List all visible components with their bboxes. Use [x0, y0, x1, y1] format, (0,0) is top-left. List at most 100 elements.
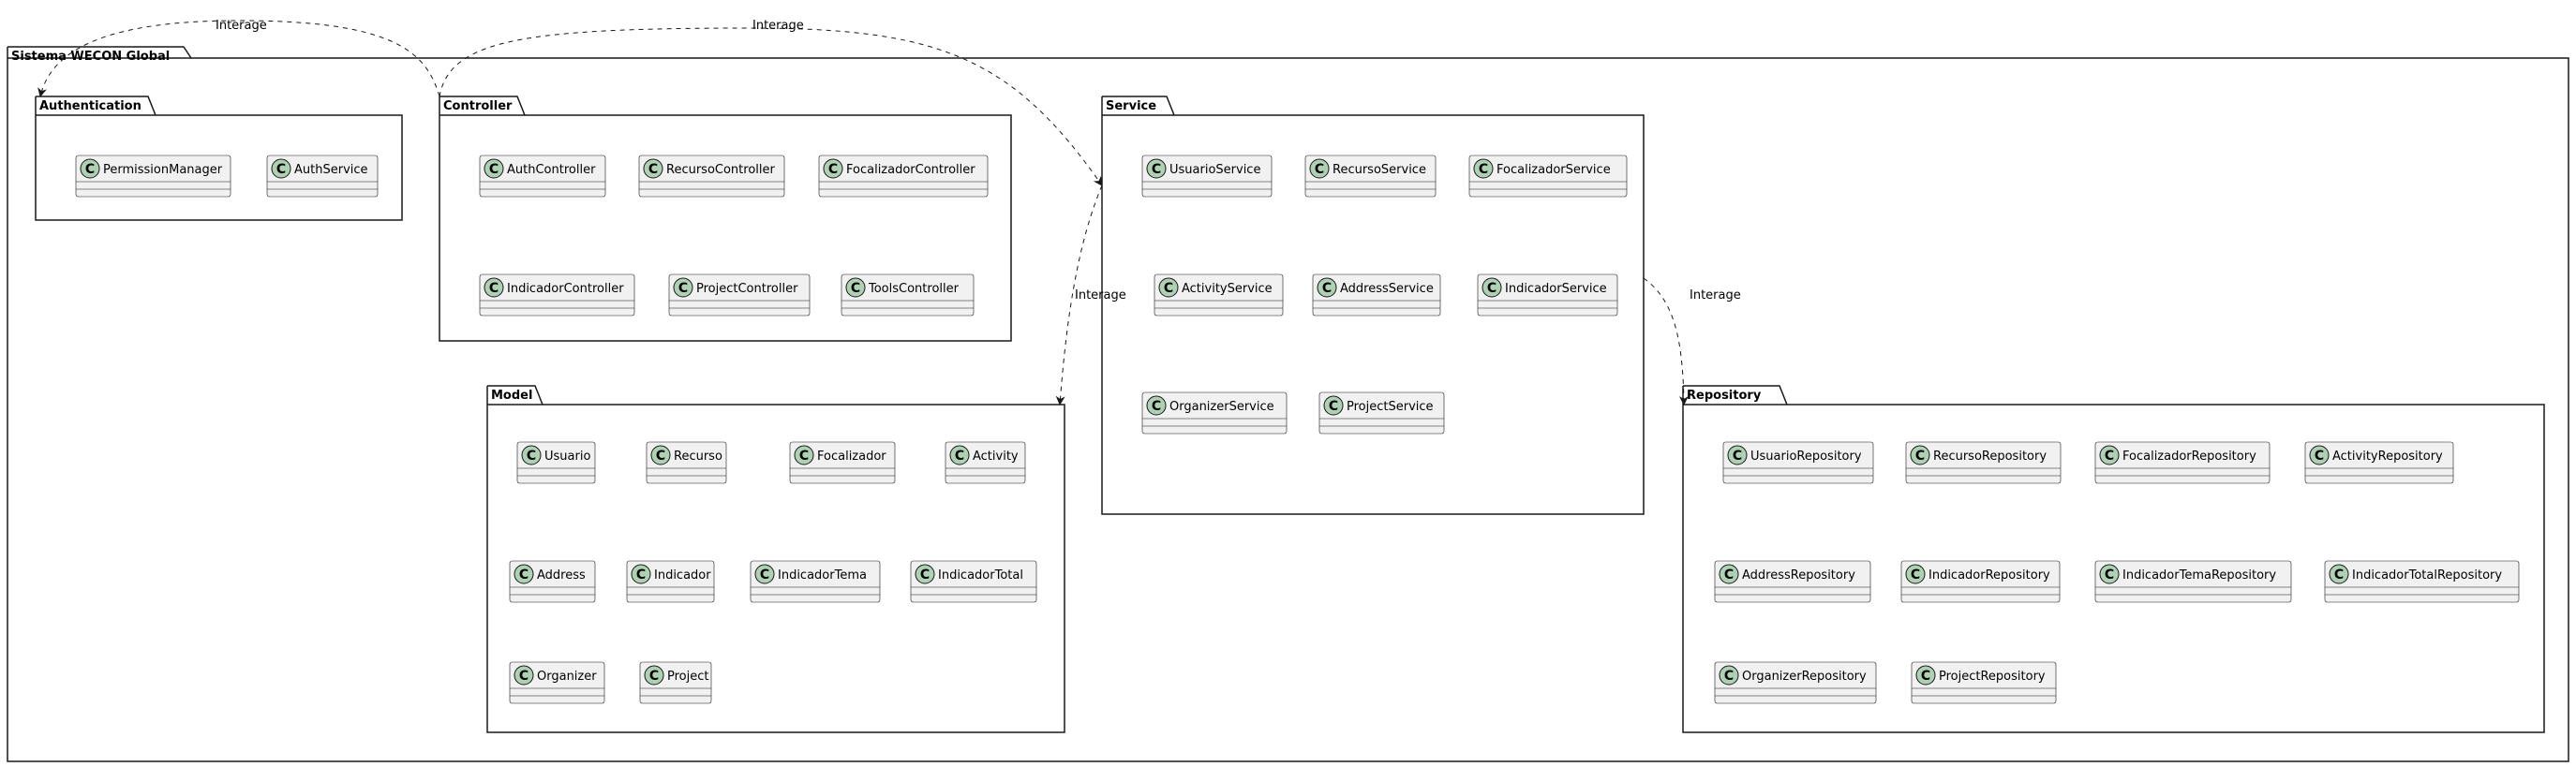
class-name: OrganizerService	[1169, 400, 1274, 414]
class-box-frame	[2304, 441, 2454, 484]
class-name: ToolsController	[868, 282, 960, 296]
class-box-frame	[479, 155, 606, 198]
package-title-system: Sistema WECON Global	[11, 50, 170, 64]
class-name: RecursoService	[1333, 163, 1426, 177]
relation-label: Interage	[216, 19, 267, 33]
class-c-circle-icon: C	[521, 445, 542, 465]
class-box-frame	[509, 661, 605, 704]
relation-service-repository: Interage	[1643, 277, 1741, 406]
class-box-tools-controller: C ToolsController	[841, 273, 975, 317]
class-marker-glyph: C	[1322, 281, 1332, 296]
package-authentication: Authentication	[35, 96, 403, 221]
class-marker-circle	[2309, 445, 2330, 465]
class-c-circle-icon: C	[1473, 158, 1494, 179]
class-marker-circle	[754, 564, 775, 584]
package-title-model: Model	[491, 389, 532, 403]
class-box-frame	[1141, 155, 1273, 198]
class-name: UsuarioRepository	[1750, 450, 1862, 464]
class-marker-glyph: C	[851, 281, 860, 296]
class-c-circle-icon: C	[514, 665, 534, 686]
class-marker-circle	[1146, 158, 1167, 179]
class-marker-circle	[673, 277, 693, 298]
class-marker-circle	[484, 158, 504, 179]
class-c-circle-icon: C	[1910, 445, 1930, 465]
class-box-frame	[668, 273, 811, 317]
class-name: UsuarioService	[1169, 163, 1260, 177]
class-box-frame	[818, 155, 989, 198]
relation-label: Interage	[1075, 288, 1126, 302]
class-c-circle-icon: C	[949, 445, 970, 465]
class-marker-circle	[1317, 277, 1337, 298]
class-box-frame	[841, 273, 975, 317]
class-box-recurso-controller: C RecursoController	[638, 155, 785, 198]
class-c-circle-icon: C	[2099, 445, 2120, 465]
class-box-frame	[266, 155, 379, 198]
class-marker-glyph: C	[1915, 449, 1925, 464]
class-box-frame	[2324, 560, 2520, 603]
class-marker-glyph: C	[2334, 568, 2344, 583]
class-c-circle-icon: C	[1905, 564, 1926, 584]
class-marker-glyph: C	[648, 162, 658, 177]
class-box-frame	[910, 560, 1037, 603]
class-c-circle-icon: C	[514, 564, 534, 584]
relation-label: Interage	[752, 19, 804, 33]
class-c-circle-icon: C	[915, 564, 935, 584]
class-marker-glyph: C	[519, 568, 529, 583]
class-box-recurso-repository: C RecursoRepository	[1905, 441, 2062, 484]
class-c-circle-icon: C	[1317, 277, 1337, 298]
class-c-circle-icon: C	[2099, 564, 2120, 584]
package-controller: Controller	[439, 96, 1012, 342]
class-box-frame	[1911, 661, 2057, 704]
class-c-circle-icon: C	[1727, 445, 1748, 465]
class-marker-glyph: C	[920, 568, 930, 583]
class-marker-circle	[514, 665, 534, 686]
class-name: IndicadorService	[1505, 282, 1607, 296]
class-box-frame	[1468, 155, 1628, 198]
class-c-circle-icon: C	[1915, 665, 1936, 686]
class-box-frame	[789, 441, 896, 484]
class-box-frame	[1477, 273, 1618, 317]
class-name: IndicadorRepository	[1928, 568, 2050, 583]
class-name: RecursoRepository	[1933, 450, 2047, 464]
package-model: Model	[486, 385, 1065, 733]
class-marker-circle	[794, 445, 814, 465]
package-repository: Repository	[1682, 385, 2545, 733]
class-box-frame	[1714, 560, 1871, 603]
class-c-circle-icon: C	[1719, 564, 1739, 584]
class-name: ProjectController	[696, 282, 798, 296]
class-marker-circle	[1915, 665, 1936, 686]
class-name: Focalizador	[817, 450, 886, 464]
class-name: IndicadorTotal	[938, 568, 1023, 583]
class-box-frame	[75, 155, 231, 198]
class-marker-glyph: C	[760, 568, 769, 583]
class-marker-glyph: C	[519, 669, 529, 684]
class-c-circle-icon: C	[845, 277, 866, 298]
class-name: Project	[667, 670, 708, 684]
package-title-repository: Repository	[1687, 389, 1762, 403]
class-name: RecursoController	[666, 163, 776, 177]
class-c-circle-icon: C	[673, 277, 693, 298]
class-c-circle-icon: C	[1719, 665, 1739, 686]
class-marker-glyph: C	[276, 162, 286, 177]
class-marker-circle	[644, 665, 664, 686]
class-c-circle-icon: C	[1146, 158, 1167, 179]
class-marker-glyph: C	[2315, 449, 2324, 464]
class-name: AddressService	[1340, 282, 1434, 296]
class-marker-circle	[949, 445, 970, 465]
class-c-circle-icon: C	[2329, 564, 2349, 584]
class-name: Activity	[973, 450, 1019, 464]
class-name: IndicadorTema	[778, 568, 867, 583]
class-marker-circle	[1719, 665, 1739, 686]
class-marker-glyph: C	[1315, 162, 1324, 177]
class-marker-glyph: C	[2105, 568, 2114, 583]
